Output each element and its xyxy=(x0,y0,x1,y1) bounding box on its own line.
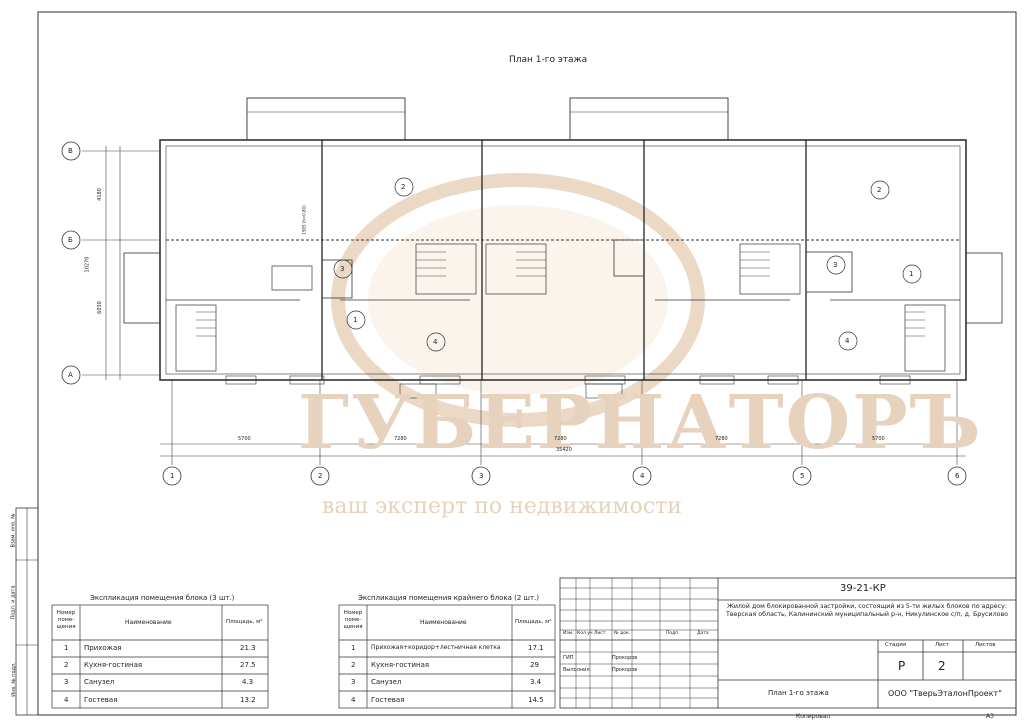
stamp-sheet-label: Лист xyxy=(935,642,949,648)
table1-row4-num: 4 xyxy=(64,696,69,704)
plan-title: План 1-го этажа xyxy=(509,55,588,65)
stamp-gip-label: ГИП xyxy=(563,655,574,661)
table2-header-num: Номер поме-щения xyxy=(343,610,363,631)
stamp-description: Жилой дом блокированной застройки, состо… xyxy=(725,603,1009,618)
footer-format: А3 xyxy=(986,713,994,720)
stamp-col-podp: Подп. xyxy=(666,631,680,636)
stamp-sheet: 2 xyxy=(938,659,946,673)
room-number: 3 xyxy=(833,261,838,269)
room-number: 1 xyxy=(353,316,358,324)
table2-row3-area: 3.4 xyxy=(530,678,542,686)
table1-row2-name: Кухня-гостиная xyxy=(84,661,143,669)
room-number: 2 xyxy=(401,183,406,191)
table1-header-num: Номер поме-щения xyxy=(56,610,76,631)
table2-row4-area: 14.5 xyxy=(528,696,544,704)
axis-label-col-5: 5 xyxy=(800,472,805,480)
axis-label-col-1: 1 xyxy=(170,472,175,480)
stamp-sheet-name: План 1-го этажа xyxy=(768,689,829,697)
table1-row1-name: Прихожая xyxy=(84,644,122,652)
table1-header-area: Площадь, м² xyxy=(226,619,263,625)
room-number: 4 xyxy=(845,337,850,345)
table1-row3-name: Санузел xyxy=(84,678,115,686)
stamp-col-kol: Кол.уч xyxy=(577,631,593,636)
dim-bottom-5: 5700 xyxy=(872,436,885,442)
room-number: 1 xyxy=(909,270,914,278)
table1-row1-area: 21.3 xyxy=(240,644,256,652)
table1-row4-area: 13.2 xyxy=(240,696,256,704)
stamp-made-name: Прокоров xyxy=(612,667,638,673)
axis-label-col-6: 6 xyxy=(955,472,960,480)
stamp-col-date: Дата xyxy=(697,631,709,636)
footer-copied: Копировал xyxy=(796,713,831,720)
table2-row2-area: 29 xyxy=(530,661,539,669)
axis-label-col-4: 4 xyxy=(640,472,645,480)
table1-title: Экспликация помещения блока (3 шт.) xyxy=(90,594,235,602)
table1-row4-name: Гостевая xyxy=(84,696,118,704)
stamp-stage-label: Стадия xyxy=(885,642,907,648)
room-number: 3 xyxy=(340,265,345,273)
stamp-col-doc: № док. xyxy=(614,631,631,636)
dim-bottom-1: 5700 xyxy=(238,436,251,442)
dim-vertical-small: 1565 (h=0.80) xyxy=(301,205,307,235)
stamp-gip-name: Прокоров xyxy=(612,655,638,661)
table2-row2-num: 2 xyxy=(351,661,356,669)
axis-label-col-2: 2 xyxy=(318,472,323,480)
table2-row1-num: 1 xyxy=(351,644,356,652)
stamp-col-list: Лист xyxy=(594,631,606,636)
room-number: 2 xyxy=(877,186,882,194)
stamp-col-izm: Изм. xyxy=(563,631,574,636)
dim-bottom-2: 7280 xyxy=(394,436,407,442)
dim-left-1: 4180 xyxy=(96,188,103,201)
room-number: 4 xyxy=(433,338,438,346)
dim-total: 35420 xyxy=(556,447,572,453)
stamp-made-label: Выполнил xyxy=(563,667,590,673)
table1-row1-num: 1 xyxy=(64,644,69,652)
axis-label-col-3: 3 xyxy=(479,472,484,480)
stamp-company: ООО "ТверьЭталонПроект" xyxy=(888,689,1002,698)
table2-row1-name: Прихожая+коридор+лестничная клетка xyxy=(371,644,501,651)
table2-row1-area: 17.1 xyxy=(528,644,544,652)
dim-left-3: 6030 xyxy=(96,301,103,314)
table1-header-name: Наименование xyxy=(125,619,172,626)
table1-row3-num: 3 xyxy=(64,678,69,686)
table1-row2-num: 2 xyxy=(64,661,69,669)
axis-label-b: Б xyxy=(68,236,73,244)
table2-header-name: Наименование xyxy=(420,619,467,626)
table2-row4-name: Гостевая xyxy=(371,696,405,704)
table2-title: Экспликация помещения крайнего блока (2 … xyxy=(358,594,539,602)
dim-left-2: 10270 xyxy=(84,256,91,273)
watermark-slogan: ваш эксперт по недвижимости xyxy=(322,494,682,519)
side-label-inv: Инв. № подл. xyxy=(10,662,17,697)
side-label-podp: Подп. и дата xyxy=(10,585,17,620)
axis-label-v: В xyxy=(68,147,73,155)
watermark-brand: ГУБЕРНАТОРЪ xyxy=(298,380,983,466)
table2-row3-name: Санузел xyxy=(371,678,402,686)
stamp-code: 39-21-КР xyxy=(840,583,886,594)
table2-row2-name: Кухня-гостиная xyxy=(371,661,430,669)
table2-row4-num: 4 xyxy=(351,696,356,704)
table2-header-area: Площадь, м² xyxy=(515,619,552,625)
dim-bottom-4: 7280 xyxy=(715,436,728,442)
table1-row3-area: 4.3 xyxy=(242,678,254,686)
stamp-stage: Р xyxy=(898,659,906,673)
axis-label-a: А xyxy=(68,371,73,379)
table1-row2-area: 27.5 xyxy=(240,661,256,669)
dim-bottom-3: 7280 xyxy=(554,436,567,442)
table2-row3-num: 3 xyxy=(351,678,356,686)
side-label-vzam: Взам. инв. № xyxy=(10,513,17,548)
stamp-sheets-label: Листов xyxy=(975,642,996,648)
